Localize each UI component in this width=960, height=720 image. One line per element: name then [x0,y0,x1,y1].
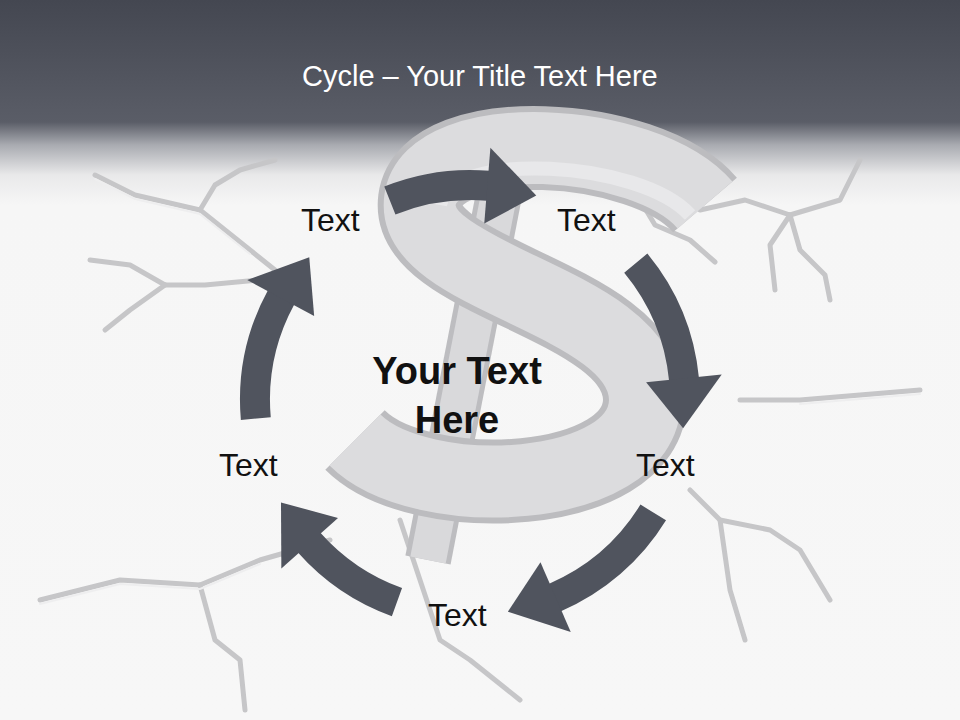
cycle-step: Text [297,200,364,241]
step-text: Text [557,202,616,239]
slide-title: Cycle – Your Title Text Here [302,60,658,93]
cycle-arrow [636,263,722,428]
cycle-step: Text [424,595,491,636]
dollar-sign [355,128,705,560]
cycle-arrow [508,512,653,632]
cycle-step: Text [553,200,620,241]
step-text: Text [428,597,487,634]
cycle-step: Text [215,445,282,486]
cycle-arrow [390,148,536,224]
center-text: Your Text Here [342,347,572,446]
step-text: Text [219,447,278,484]
step-text: Text [636,447,695,484]
cycle-arrow [281,502,397,602]
step-text: Text [301,202,360,239]
cycle-step: Text [632,445,699,486]
cycle-arrow [247,257,314,418]
